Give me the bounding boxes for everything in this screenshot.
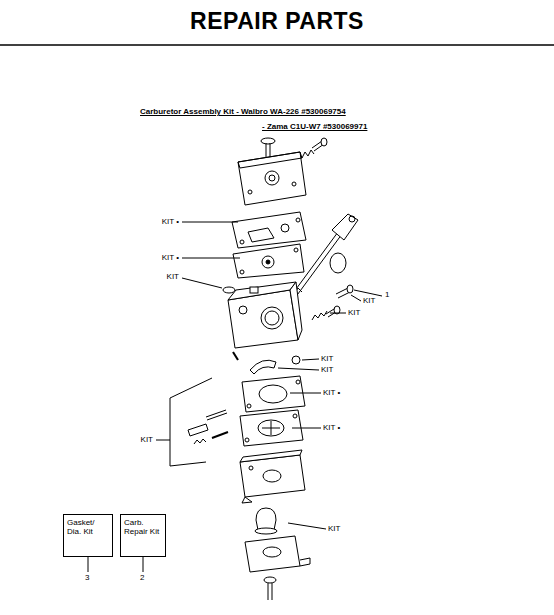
kit-callout: KIT [321, 366, 333, 375]
leader-lines [88, 222, 382, 572]
kit-callout: KIT [141, 436, 153, 445]
kit-callout: KIT • [162, 218, 179, 227]
metering-lever [233, 352, 300, 374]
callout-number: 3 [85, 574, 89, 583]
header-rule [0, 44, 554, 46]
kit-bracket [170, 378, 212, 466]
kit-heading: Carburetor Assembly Kit - Walbro WA-226 … [140, 108, 346, 117]
mixture-screws [312, 285, 353, 320]
kit-heading: - Zama C1U-W7 #530069971 [262, 123, 367, 132]
callout-number: 2 [140, 574, 144, 583]
kit-box-text: Carb. Repair Kit [124, 518, 162, 536]
gasket [232, 212, 306, 248]
kit-callout: KIT • [162, 254, 179, 263]
kit-box: Gasket/ Dia. Kit [63, 514, 113, 557]
kit-callout: KIT • [323, 424, 340, 433]
kit-callout: KIT • [323, 389, 340, 398]
kit-callout: KIT [348, 309, 360, 318]
pump-cover [240, 450, 305, 503]
bulb-cover [245, 536, 310, 572]
metering-cover [238, 152, 306, 205]
callout-number: 1 [385, 291, 389, 300]
carburetor-body [228, 282, 302, 348]
kit-box: Carb. Repair Kit [120, 514, 166, 557]
kit-callout: KIT [321, 355, 333, 364]
kit-callout: KIT [363, 297, 375, 306]
inlet-screen [223, 287, 235, 293]
kit-box-text: Gasket/ Dia. Kit [67, 518, 109, 536]
kit-callout: KIT [328, 525, 340, 534]
primer-bulb [255, 508, 277, 534]
kit-callout: KIT [167, 273, 179, 282]
page-title: REPAIR PARTS [0, 8, 554, 35]
diaphragm [233, 244, 304, 278]
cover-screw [264, 577, 276, 600]
inlet-needle-parts [188, 410, 228, 444]
pump-gasket [242, 376, 305, 412]
